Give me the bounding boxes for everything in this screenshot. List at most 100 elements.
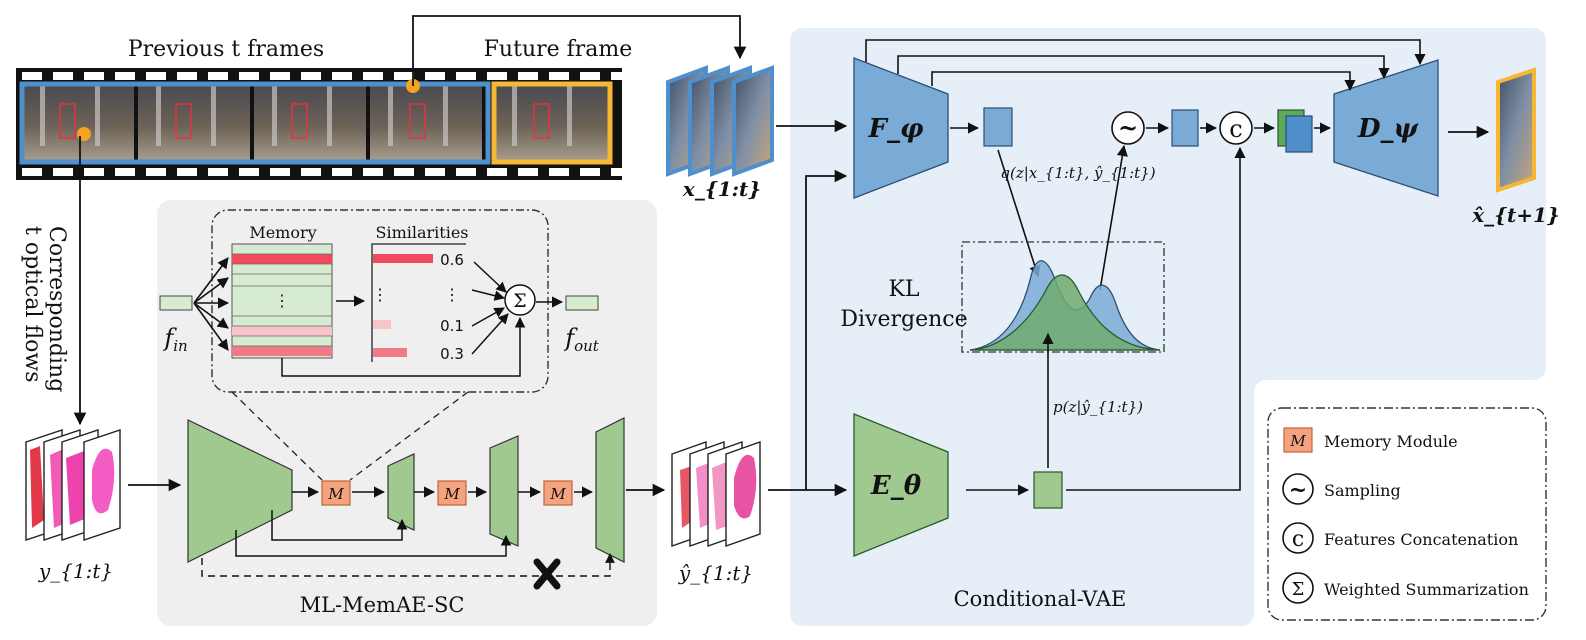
film-sprocket-hole: [84, 168, 104, 176]
frame-input-stack: [666, 65, 774, 177]
film-sprocket-hole: [425, 168, 445, 176]
film-sprocket-hole: [332, 72, 352, 80]
legend-memory-label: Memory Module: [1324, 432, 1458, 451]
legend-sum-icon: [1282, 572, 1314, 604]
legend-concat-label: Features Concatenation: [1324, 530, 1518, 549]
film-sprocket-hole: [580, 168, 600, 176]
legend-memory-icon: [1283, 427, 1313, 453]
memae-block-3: [489, 435, 519, 547]
skip-connection-removed: [201, 553, 615, 577]
zoom-line-left: [231, 391, 323, 481]
cvae-panel: [790, 28, 1546, 626]
frame-1: [22, 86, 134, 160]
sampling-node: [1111, 111, 1145, 145]
frame-3: [254, 86, 366, 160]
legend-sum-symbol: Σ: [1292, 579, 1305, 600]
film-sprocket-hole: [363, 72, 383, 80]
sampled-latent-box: [1171, 109, 1199, 147]
memory-module-2: [437, 480, 467, 506]
memae-encoder-block: [187, 419, 293, 563]
svg-text:⋮: ⋮: [274, 291, 290, 310]
encoder-f-phi: [853, 57, 949, 199]
film-sprocket-hole: [115, 72, 135, 80]
latent-q-box: [983, 107, 1013, 147]
film-sprocket-hole: [518, 72, 538, 80]
legend-concat-icon: [1282, 522, 1314, 554]
kl-box: [961, 241, 1165, 353]
flow-label: Corresponding: [44, 226, 69, 392]
sum-node: [504, 284, 536, 316]
film-sprocket-hole: [22, 168, 42, 176]
legend-sampling-symbol: ~: [1289, 477, 1307, 503]
film-sprocket-hole: [456, 168, 476, 176]
sum-symbol: Σ: [513, 290, 526, 312]
future-frame-border: [491, 81, 613, 165]
f-in-box: [159, 295, 193, 311]
sim-value-1: 0.6: [440, 251, 464, 269]
legend-memory-symbol: M: [1289, 432, 1306, 450]
film-sprocket-hole: [332, 168, 352, 176]
decoder-d-psi-label: D_ψ: [1357, 114, 1420, 144]
sim-bar-2: [373, 320, 391, 329]
legend-concat-symbol: c: [1292, 527, 1304, 552]
memae-decoder-block: [595, 417, 625, 563]
encoder-e-theta: [853, 413, 949, 557]
film-sprocket-hole: [208, 72, 228, 80]
memory-detail-box: [211, 209, 549, 393]
legend-sum-label: Weighted Summarization: [1324, 580, 1529, 599]
film-sprocket-hole: [363, 168, 383, 176]
kl-to-sampling-arrow: [1099, 144, 1128, 291]
film-sprocket-hole: [239, 72, 259, 80]
previous-frames-border: [19, 81, 491, 165]
film-sprocket-hole: [394, 168, 414, 176]
film-sprocket-hole: [611, 168, 631, 176]
film-sprocket-hole: [208, 168, 228, 176]
memae-title: ML-MemAE-SC: [300, 593, 465, 617]
flow-input-stack: [25, 429, 121, 541]
film-sprocket-hole: [53, 168, 73, 176]
frame-4: [370, 86, 482, 160]
film-sprocket-hole: [518, 168, 538, 176]
skip-top-1: [865, 39, 1426, 66]
memory-row-top: [232, 254, 332, 264]
frames-to-cvae-arrow: [412, 15, 747, 86]
film-sprocket-hole: [425, 72, 445, 80]
film-sprocket-hole: [301, 72, 321, 80]
film-sprocket-hole: [487, 168, 507, 176]
film-sprocket-hole: [611, 72, 631, 80]
sim-value-3: 0.1: [440, 317, 464, 335]
concat-node: [1219, 111, 1253, 145]
predicted-frame: [1496, 67, 1536, 193]
encoder-e-theta-label: E_θ: [870, 471, 922, 501]
sim-bar-1: [373, 254, 433, 263]
film-sprocket-hole: [549, 72, 569, 80]
x-hat-output-label: x̂_{t+1}: [1471, 203, 1560, 227]
similarities-axis: [371, 243, 466, 362]
film-sprocket-hole: [115, 168, 135, 176]
flow-output-stack: [671, 441, 761, 547]
memory-module-1-tag: M: [327, 485, 344, 503]
sim-bar-3: [373, 348, 407, 357]
latent-p-box: [1033, 471, 1063, 509]
film-sprocket-hole: [270, 168, 290, 176]
memory-matrix: ⋮: [231, 243, 333, 359]
legend-box: [1267, 407, 1547, 621]
frame-future: [494, 86, 608, 160]
y-input-label: y_{1:t}: [38, 559, 113, 583]
film-sprocket-hole: [22, 72, 42, 80]
x-input-label: x_{1:t}: [682, 177, 761, 201]
zoom-line-right: [349, 391, 469, 481]
film-sprocket-hole: [53, 72, 73, 80]
film-sprocket-hole: [177, 72, 197, 80]
film-sprocket-hole: [177, 168, 197, 176]
memory-title: Memory: [249, 223, 316, 242]
sim-dots-left: ⋮: [372, 285, 388, 304]
fin-fan-arrows: [193, 257, 230, 351]
y-hat-label: ŷ_{1:t}: [678, 561, 753, 585]
removed-connection-cross-icon: [533, 558, 561, 590]
future-frame-label: Future frame: [484, 37, 633, 62]
film-sprocket-hole: [84, 72, 104, 80]
memory-skip-line: [281, 316, 526, 377]
skip-connection-1: [271, 510, 408, 541]
